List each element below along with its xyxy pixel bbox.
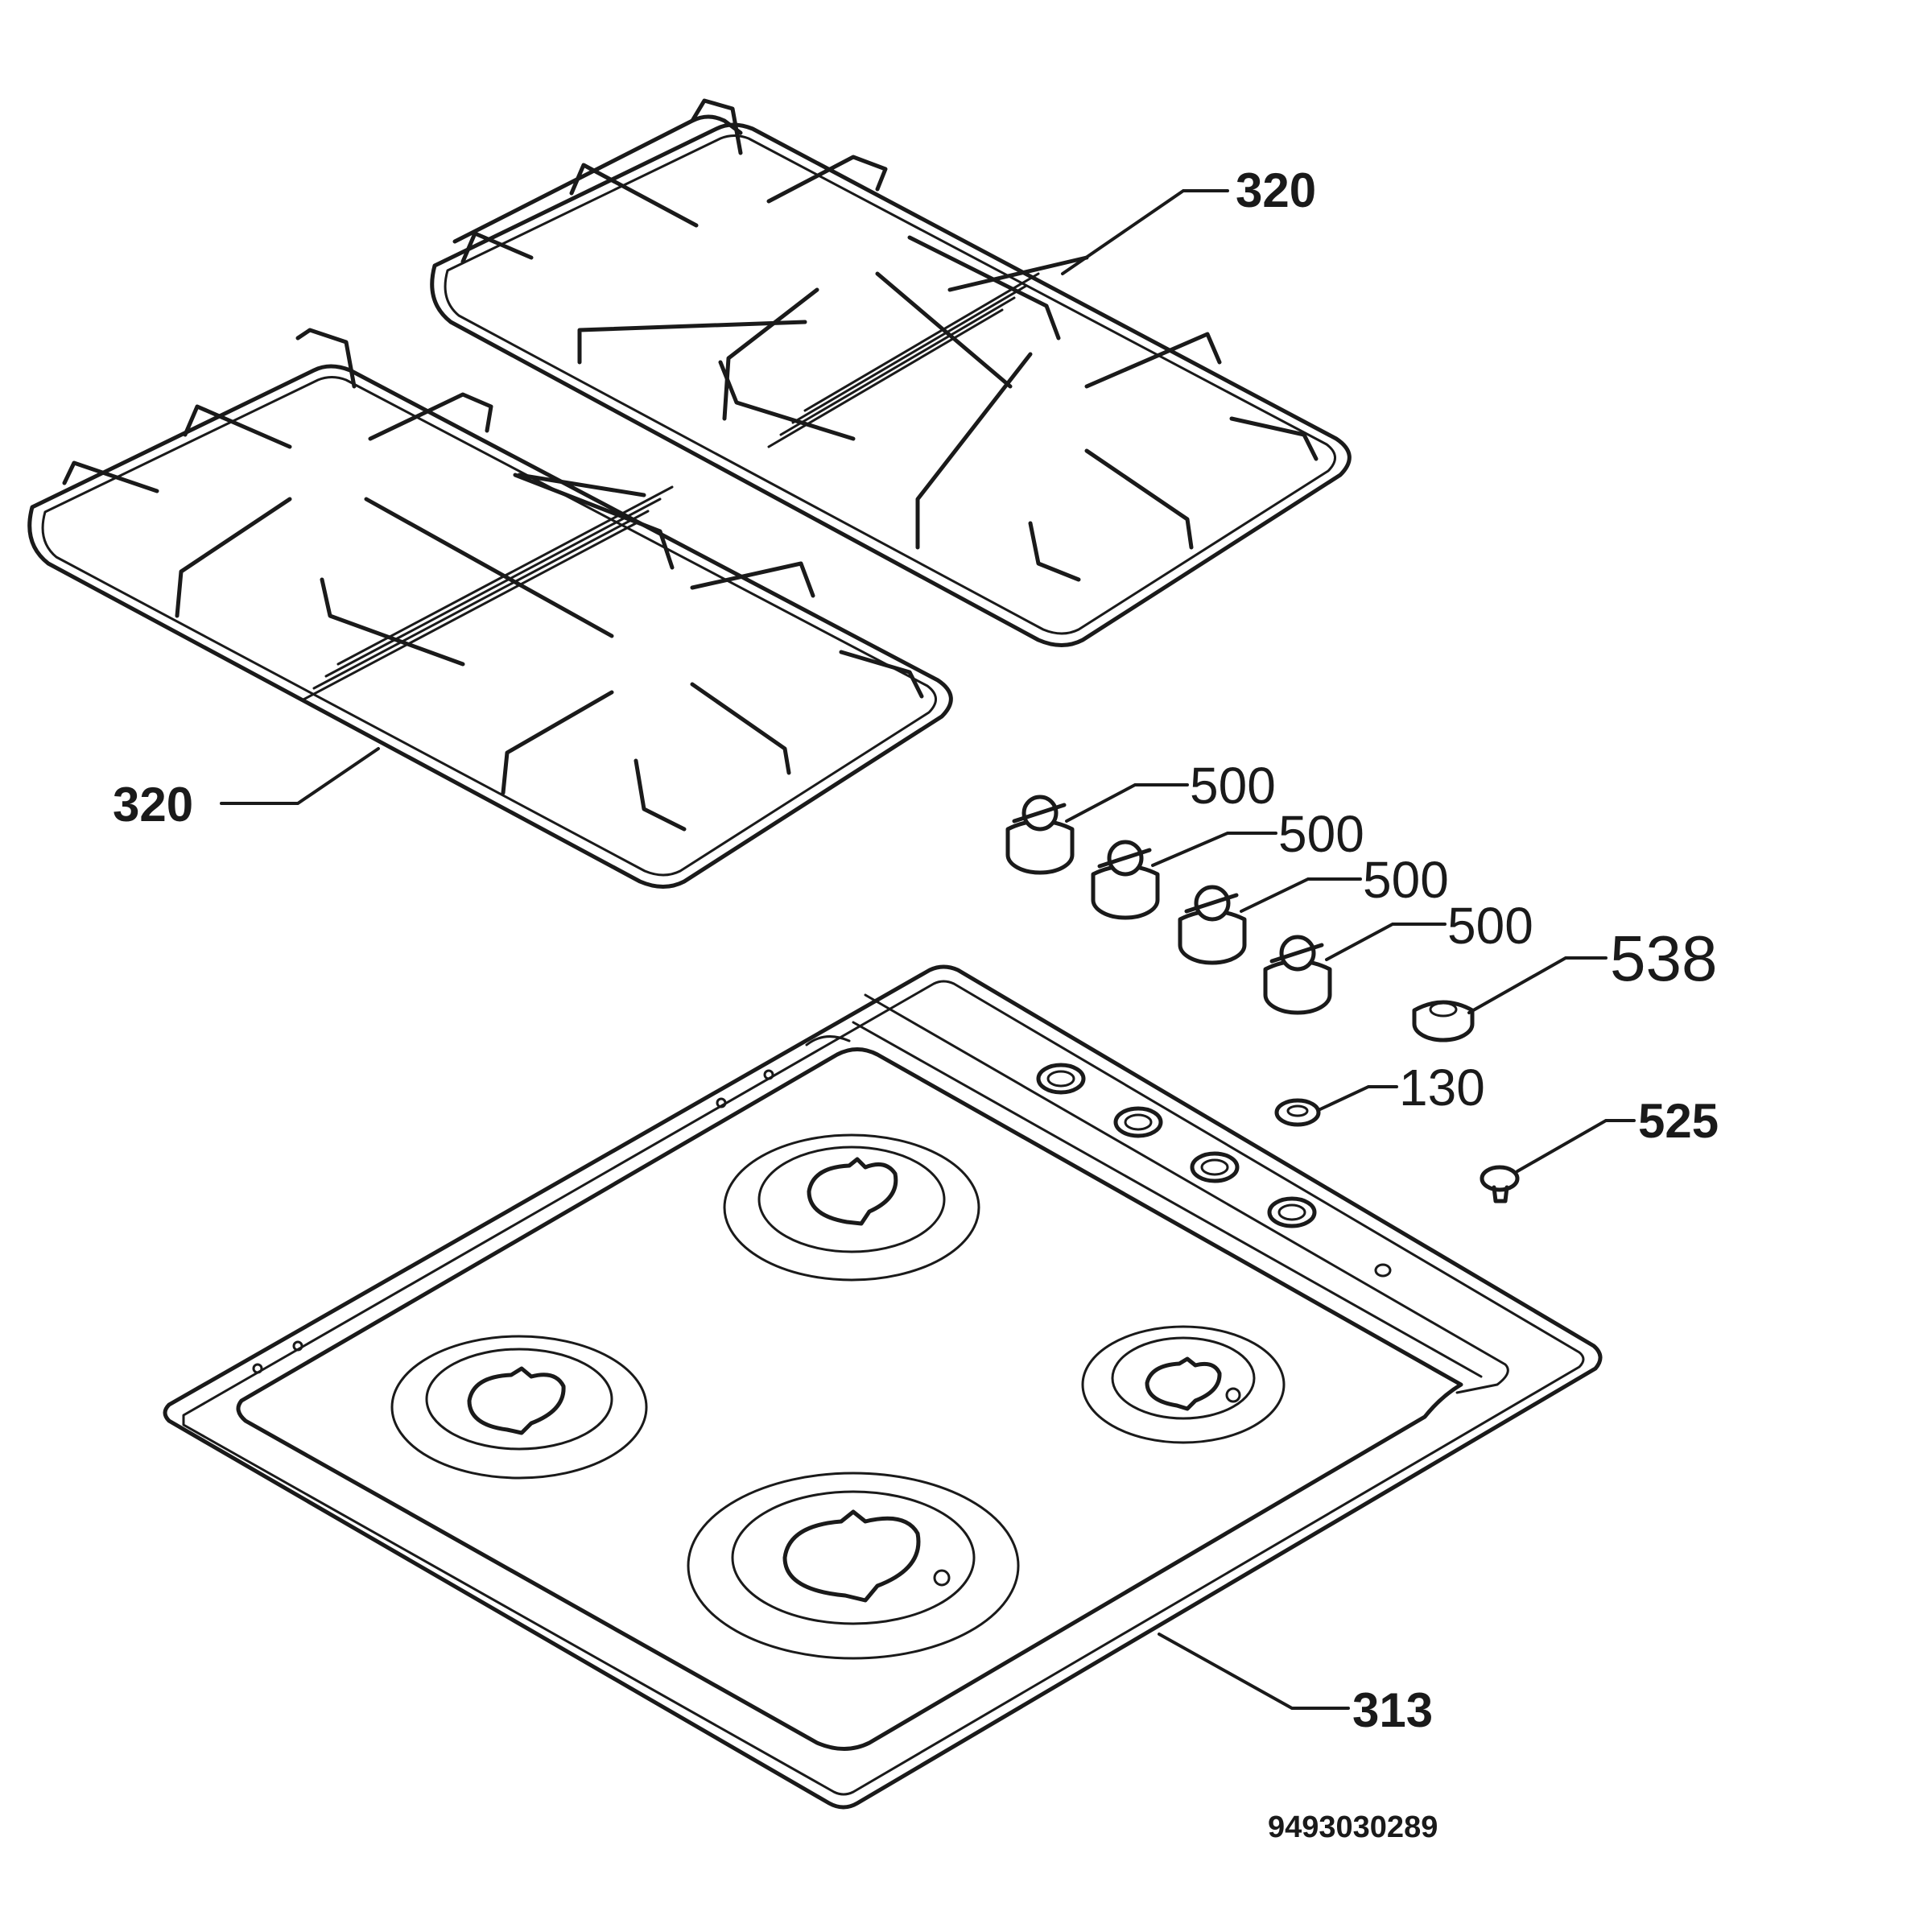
control-knob-4 <box>1263 935 1332 1015</box>
knob-ring <box>1274 1098 1321 1127</box>
pan-support-grid-left <box>27 328 953 889</box>
callout-knob-3: 500 <box>1363 851 1449 909</box>
callout-knob-4: 500 <box>1447 897 1533 955</box>
leader-lines <box>220 189 1636 1710</box>
callout-hob-top: 313 <box>1352 1683 1433 1737</box>
callout-button: 538 <box>1610 923 1717 994</box>
control-knob-1 <box>1005 795 1075 875</box>
callout-knob-2: 500 <box>1278 805 1364 863</box>
hob-top-panel <box>163 964 1603 1810</box>
callout-knob-1: 500 <box>1190 757 1276 815</box>
ignition-button <box>1412 1000 1475 1042</box>
callout-plug: 525 <box>1638 1094 1719 1148</box>
plug <box>1480 1165 1520 1203</box>
callout-grid-top: 320 <box>1236 163 1316 217</box>
pan-support-grid-top <box>430 98 1352 647</box>
control-knob-2 <box>1091 840 1160 920</box>
document-number: 9493030289 <box>1268 1810 1438 1844</box>
control-knob-3 <box>1178 885 1247 965</box>
callout-ring: 130 <box>1399 1059 1485 1117</box>
callout-grid-left: 320 <box>113 778 193 832</box>
